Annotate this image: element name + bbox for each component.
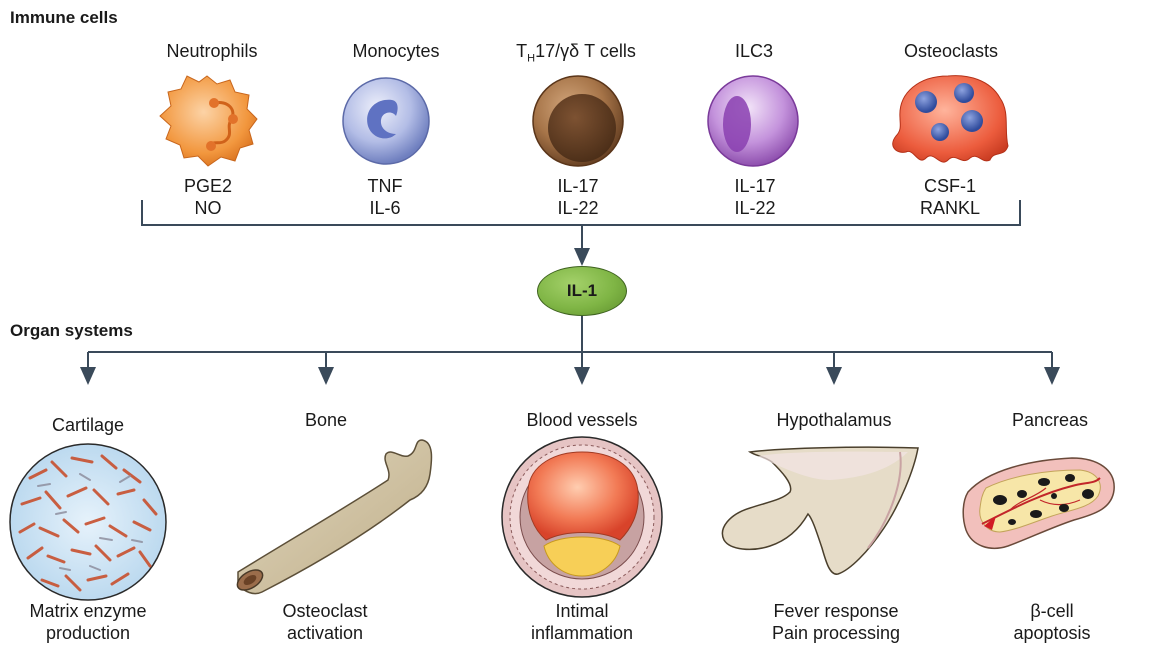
- th17-product-1: IL-17: [478, 175, 678, 197]
- ilc3-label: ILC3: [654, 40, 854, 62]
- osteoclasts-products: CSF-1 RANKL: [850, 175, 1050, 219]
- cartilage-label: Cartilage: [0, 414, 188, 436]
- bone-effect-2: activation: [225, 622, 425, 644]
- cartilage-icon: [10, 444, 166, 600]
- cartilage-effect-1: Matrix enzyme: [0, 600, 188, 622]
- osteoclast-icon: [893, 76, 1008, 162]
- neutrophils-product-1: PGE2: [108, 175, 308, 197]
- bone-effect: Osteoclast activation: [225, 600, 425, 644]
- pancreas-effect-2: apoptosis: [952, 622, 1152, 644]
- bone-effect-1: Osteoclast: [225, 600, 425, 622]
- ilc3-product-1: IL-17: [655, 175, 855, 197]
- blood-vessels-effect-2: inflammation: [482, 622, 682, 644]
- blood-vessels-effect-1: Intimal: [482, 600, 682, 622]
- th17-cell-icon: [533, 76, 623, 166]
- pancreas-effect: β-cell apoptosis: [952, 600, 1152, 644]
- pancreas-label: Pancreas: [950, 409, 1150, 431]
- neutrophils-products: PGE2 NO: [108, 175, 308, 219]
- osteoclasts-product-1: CSF-1: [850, 175, 1050, 197]
- th17-prefix: T: [516, 41, 527, 61]
- th17-products: IL-17 IL-22: [478, 175, 678, 219]
- osteoclasts-product-2: RANKL: [850, 197, 1050, 219]
- neutrophils-product-2: NO: [108, 197, 308, 219]
- monocytes-products: TNF IL-6: [285, 175, 485, 219]
- hypothalamus-effect: Fever response Pain processing: [736, 600, 936, 644]
- bone-label: Bone: [226, 409, 426, 431]
- blood-vessels-label: Blood vessels: [482, 409, 682, 431]
- cartilage-effect: Matrix enzyme production: [0, 600, 188, 644]
- hypothalamus-icon: [722, 447, 918, 574]
- monocytes-product-2: IL-6: [285, 197, 485, 219]
- organ-connectors: [88, 316, 1052, 377]
- bone-icon: [234, 440, 432, 594]
- ilc3-product-2: IL-22: [655, 197, 855, 219]
- th17-name: 17/γδ T cells: [535, 41, 636, 61]
- ilc3-icon: [708, 76, 798, 166]
- hypothalamus-label: Hypothalamus: [734, 409, 934, 431]
- cartilage-effect-2: production: [0, 622, 188, 644]
- hypothalamus-effect-2: Pain processing: [736, 622, 936, 644]
- monocyte-icon: [343, 78, 429, 164]
- monocytes-label: Monocytes: [296, 40, 496, 62]
- ilc3-products: IL-17 IL-22: [655, 175, 855, 219]
- monocytes-product-1: TNF: [285, 175, 485, 197]
- pancreas-effect-1: β-cell: [952, 600, 1152, 622]
- neutrophil-icon: [160, 76, 257, 166]
- th17-product-2: IL-22: [478, 197, 678, 219]
- th17-cells-label: TH17/γδ T cells: [476, 40, 676, 70]
- pancreas-icon: [963, 458, 1114, 548]
- th17-subscript: H: [527, 53, 535, 65]
- neutrophils-label: Neutrophils: [112, 40, 312, 62]
- hypothalamus-effect-1: Fever response: [736, 600, 936, 622]
- blood-vessels-effect: Intimal inflammation: [482, 600, 682, 644]
- osteoclasts-label: Osteoclasts: [851, 40, 1051, 62]
- il1-node: IL-1: [537, 266, 627, 316]
- blood-vessel-icon: [502, 437, 662, 597]
